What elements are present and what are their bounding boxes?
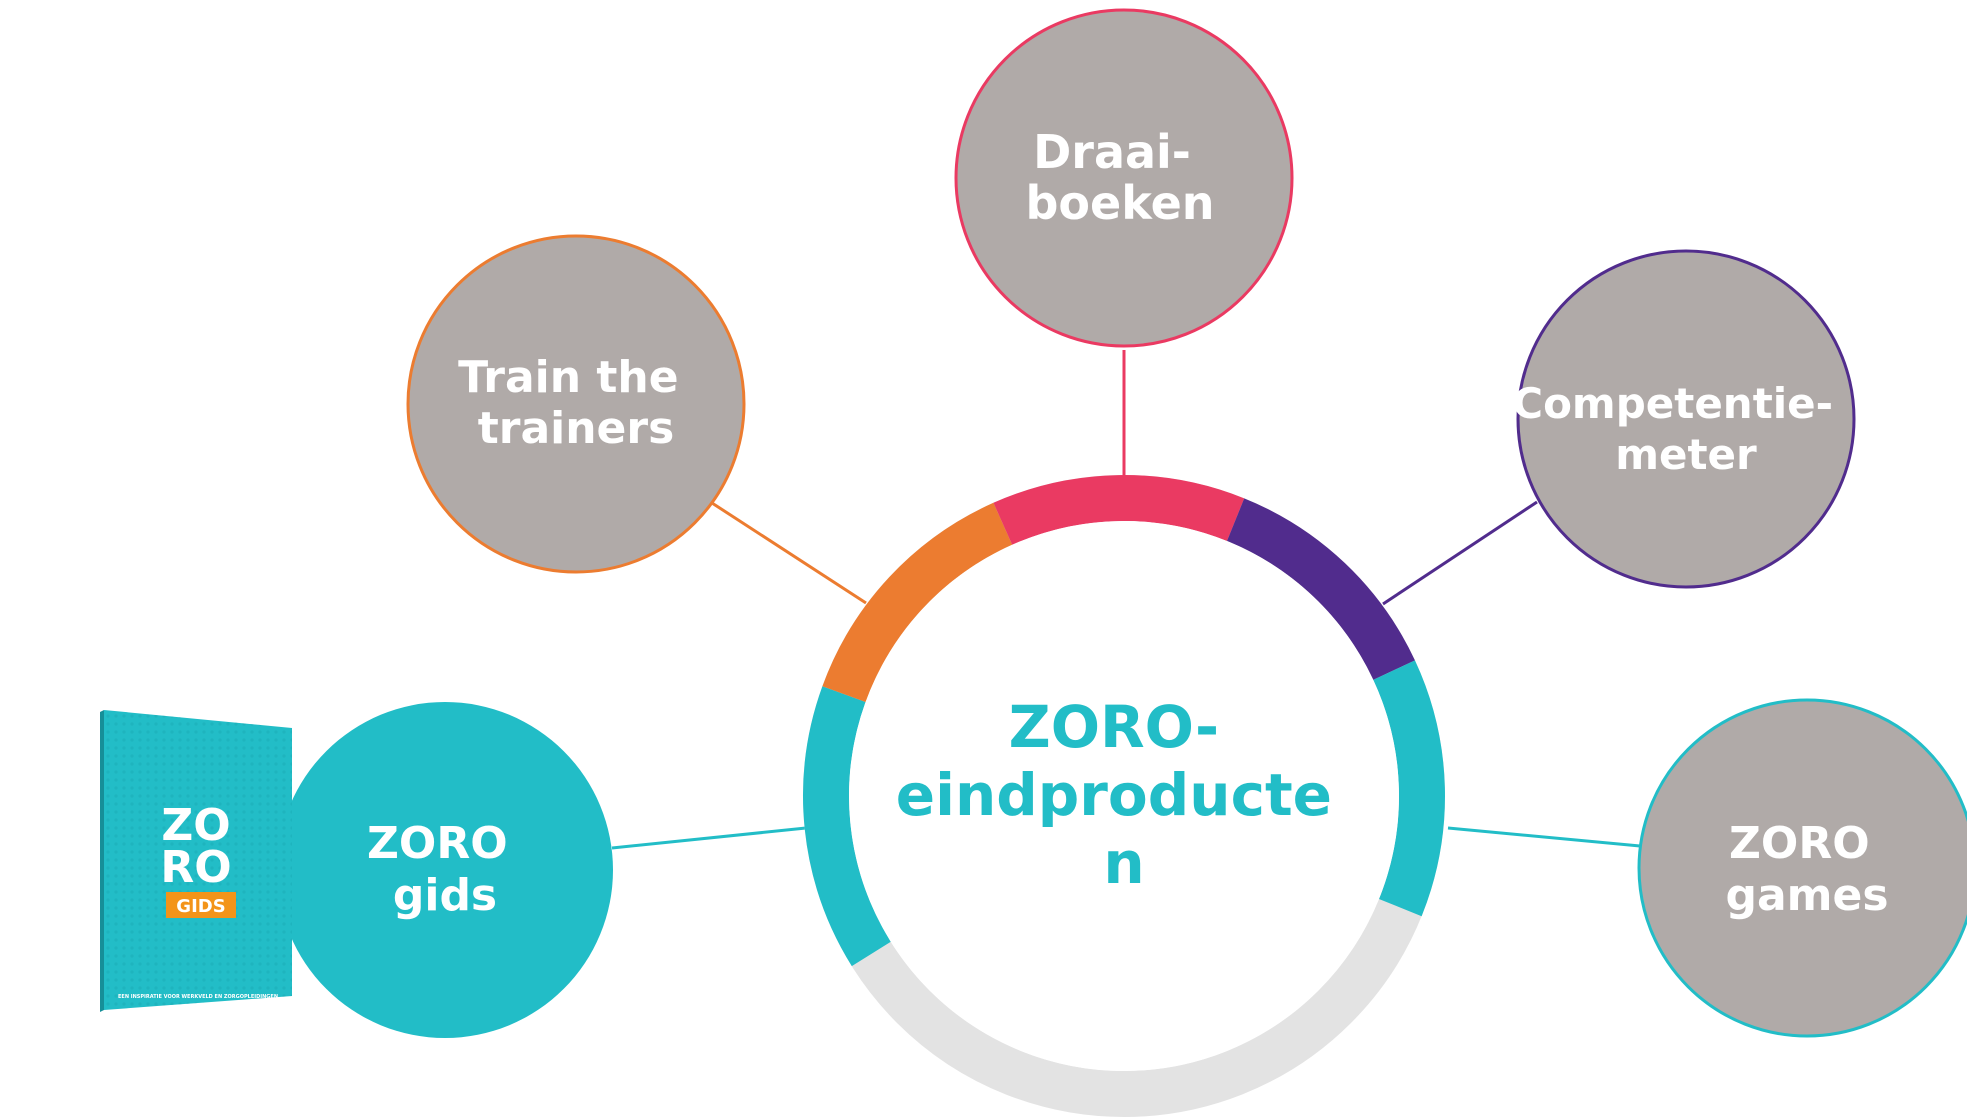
- node-competentiemeter: Competentie- meter: [1512, 249, 1856, 589]
- node-train-the-trainers-circle: [406, 234, 746, 574]
- center-ring: [803, 475, 1445, 1117]
- book-badge: [166, 892, 236, 918]
- node-zoro-games-label: ZORO games: [1725, 818, 1888, 921]
- ring-segment-pink: [993, 475, 1245, 545]
- ring-segment-teal-left: [803, 686, 891, 967]
- center-title-line1: ZORO-: [1009, 693, 1219, 761]
- center-title-line2: eindproducte: [896, 761, 1332, 829]
- node-draaiboeken-circle: [954, 8, 1294, 348]
- connector-zoro-games: [1447, 826, 1641, 848]
- node-zoro-games-line1: ZORO: [1729, 818, 1870, 869]
- ring-inner-fill: [849, 521, 1399, 1071]
- connector-zoro-gids: [611, 826, 807, 850]
- node-train-the-trainers-line2: trainers: [478, 403, 675, 454]
- node-zoro-gids: ZORO gids: [277, 702, 613, 1038]
- node-train-the-trainers: Train the trainers: [406, 234, 746, 574]
- book-spine: [100, 710, 104, 1012]
- node-zoro-gids-label: ZORO gids: [367, 818, 523, 921]
- node-zoro-gids-line1: ZORO: [367, 818, 508, 869]
- book-cover-texture: [104, 710, 292, 1010]
- node-competentiemeter-line1: Competentie-: [1512, 379, 1833, 428]
- node-draaiboeken-line1: Draai-: [1033, 125, 1191, 179]
- node-train-the-trainers-label: Train the trainers: [458, 352, 694, 454]
- node-competentiemeter-label: Competentie- meter: [1512, 379, 1847, 479]
- center-title: ZORO- eindproducte n: [896, 693, 1352, 897]
- book-tagline: EEN INSPIRATIE VOOR WERKVELD EN ZORGOPLE…: [118, 994, 278, 1000]
- node-draaiboeken: Draai- boeken: [954, 8, 1294, 348]
- book-logo-line2: RO: [160, 842, 231, 893]
- node-competentiemeter-circle: [1516, 249, 1856, 589]
- center-title-line3: n: [1103, 829, 1144, 897]
- ring-segment-orange: [822, 502, 1013, 703]
- connector-train-the-trainers: [711, 501, 867, 605]
- ring-segment-teal-right: [1373, 660, 1445, 917]
- connector-competentiemeter: [1382, 500, 1538, 606]
- node-train-the-trainers-line1: Train the: [458, 352, 679, 403]
- book-cover-icon: ZO RO GIDS EEN INSPIRATIE VOOR WERKVELD …: [100, 710, 292, 1012]
- book-badge-label: GIDS: [176, 896, 225, 917]
- book-logo-line1: ZO: [161, 800, 230, 851]
- node-zoro-gids-circle: [277, 702, 613, 1038]
- node-zoro-games-line2: games: [1725, 870, 1888, 921]
- ring-segment-purple: [1226, 498, 1415, 681]
- node-competentiemeter-line2: meter: [1615, 430, 1757, 479]
- node-zoro-gids-line2: gids: [393, 870, 497, 921]
- node-zoro-games: ZORO games: [1637, 698, 1967, 1038]
- node-draaiboeken-line2: boeken: [1025, 176, 1214, 230]
- node-draaiboeken-label: Draai- boeken: [1025, 125, 1214, 230]
- node-zoro-games-circle: [1637, 698, 1967, 1038]
